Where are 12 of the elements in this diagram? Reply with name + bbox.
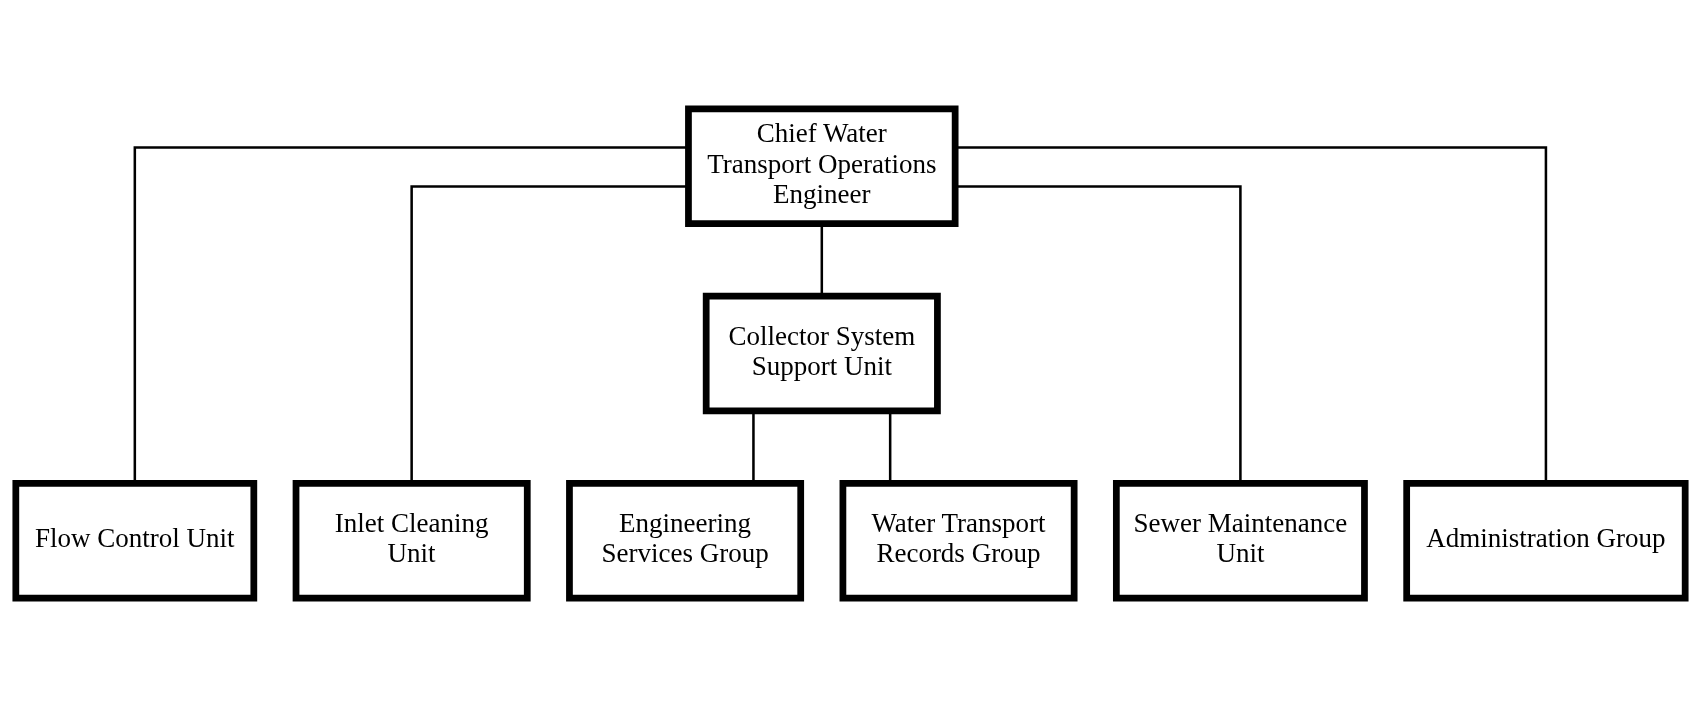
node-box: Sewer Maintenance Unit — [1112, 479, 1368, 602]
node-box: Flow Control Unit — [12, 479, 258, 602]
node-box: Chief Water Transport Operations Engineer — [685, 104, 959, 227]
node-box: Water Transport Records Group — [839, 479, 1078, 602]
node-box: Engineering Services Group — [566, 479, 805, 602]
node-box: Collector System Support Unit — [702, 292, 941, 414]
node-box: Administration Group — [1403, 479, 1689, 602]
connector — [133, 145, 688, 483]
connector — [410, 184, 689, 483]
connector — [955, 145, 1548, 483]
node-box: Inlet Cleaning Unit — [292, 479, 531, 602]
connector — [955, 184, 1242, 483]
